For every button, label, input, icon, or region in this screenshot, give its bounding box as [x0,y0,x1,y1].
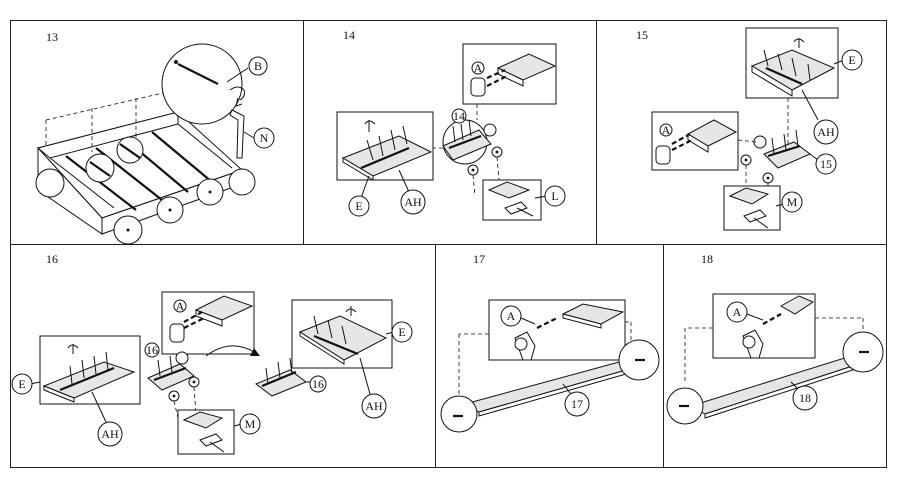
step-number: 15 [636,28,648,42]
allen-key [229,109,245,159]
detail-circle [440,395,478,433]
step-14-illustration: A 14 L E [336,43,566,221]
long-panel [463,361,635,413]
step-16-illustration: E AH A 16 M [11,291,413,455]
callout-label: L [551,189,558,203]
callout-label: AH [365,399,383,413]
divider-16-17 [435,244,436,468]
row-divider [10,244,887,245]
callout-label: A [176,299,185,313]
step-number: 13 [46,30,58,44]
divider-13-14 [303,20,304,244]
step-15-illustration: E AH A 15 M [651,27,863,231]
step-17-illustration: A 17 [440,299,660,433]
callout-label: E [848,53,855,67]
callout-label: AH [404,195,422,209]
step-17-panel: 17 A 17 [435,244,663,468]
step-number: 17 [473,252,485,266]
callout-label: A [733,305,742,319]
step-13-illustration: B N [35,43,275,245]
callout-label: A [662,123,671,137]
divider-17-18 [663,244,664,468]
callout-label: M [245,417,256,431]
step-number: 16 [46,252,58,266]
zoom-circle [161,43,243,125]
callout-label: M [787,195,798,209]
callout-label: E [18,377,25,391]
step-15-panel: 15 E AH A 1 [596,20,887,244]
detail-circle [228,168,256,196]
step-14-panel: 14 A 14 L [303,20,596,244]
callout-label: E [355,199,362,213]
long-panel [689,355,867,415]
step-number: 14 [343,28,355,42]
callout-label: B [254,59,262,73]
detail-circle [35,168,65,198]
callout-label: 17 [571,397,583,411]
step-number: 18 [701,252,713,266]
callout-label: AH [817,125,835,139]
step-18-panel: 18 A 18 [663,244,887,468]
callout-label: 14 [453,109,465,123]
callout-label: N [260,131,269,145]
callout-label: A [474,61,483,75]
step-13-panel: 13 [10,20,303,245]
callout-label: 15 [820,157,832,171]
step-18-illustration: A 18 [666,293,884,425]
callout-label: 16 [312,377,324,391]
callout-label: E [398,325,405,339]
callout-label: A [507,309,516,323]
callout-label: 16 [146,343,158,357]
divider-14-15 [596,20,597,244]
callout-label: 18 [799,391,811,405]
callout-label: AH [101,427,119,441]
step-16-panel: 16 E AH A 16 [10,244,435,468]
